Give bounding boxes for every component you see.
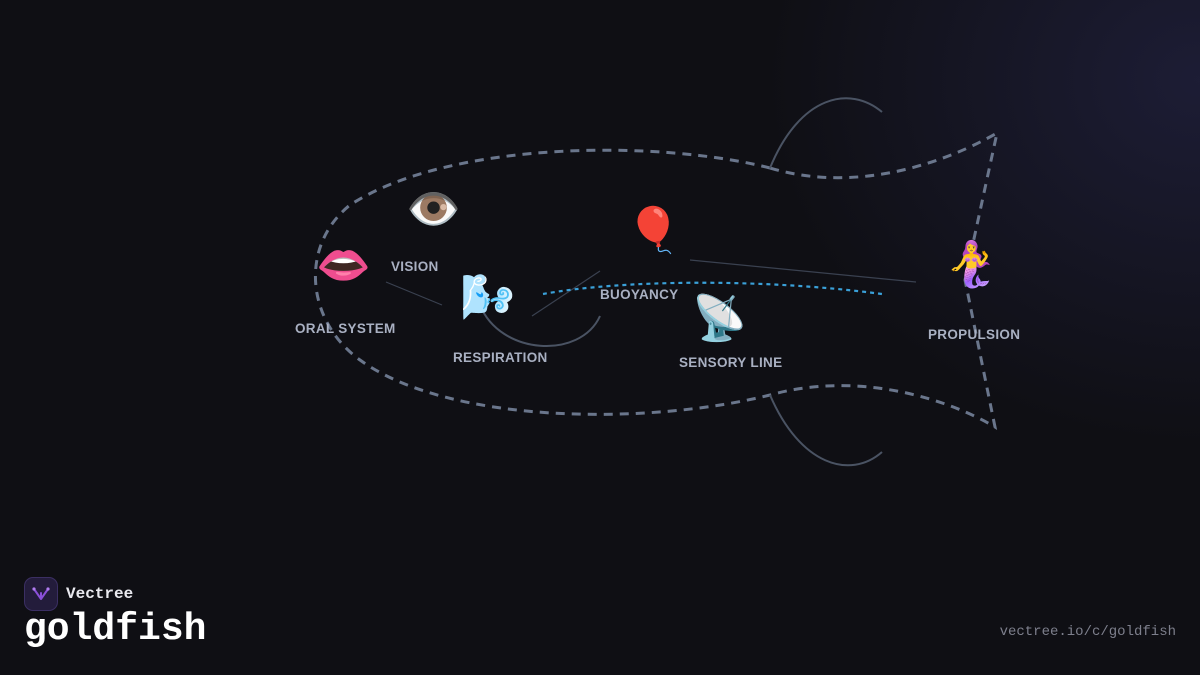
balloon-icon: 🎈 — [626, 205, 681, 256]
page-title: goldfish — [24, 608, 207, 651]
brand-name: Vectree — [66, 585, 134, 603]
gill-arc — [479, 304, 601, 347]
label-propulsion: PROPULSION — [928, 327, 1021, 342]
lips-icon: 👄 — [316, 240, 371, 291]
fish-body-outline — [313, 130, 1000, 431]
eye-icon: 👁️ — [406, 184, 461, 235]
label-vision: VISION — [391, 259, 439, 274]
ventral-fin — [769, 394, 883, 467]
connector-oral-respiration — [385, 281, 443, 306]
connector-buoyancy-propulsion — [689, 259, 917, 283]
page-url[interactable]: vectree.io/c/goldfish — [999, 624, 1176, 640]
brand[interactable]: Vectree — [24, 577, 133, 611]
label-sensory-line: SENSORY LINE — [679, 355, 783, 370]
label-buoyancy: BUOYANCY — [600, 287, 679, 302]
dorsal-fin — [769, 97, 883, 169]
vectree-logo-icon — [24, 577, 58, 611]
label-respiration: RESPIRATION — [453, 350, 548, 365]
lateral-line — [542, 281, 883, 296]
merperson-icon: 🧜‍♀️ — [944, 239, 999, 290]
label-oral-system: ORAL SYSTEM — [295, 321, 396, 336]
wind-face-icon: 🌬️ — [460, 272, 515, 323]
connector-respiration-buoyancy — [531, 270, 601, 317]
satellite-dish-icon: 📡 — [692, 293, 747, 344]
